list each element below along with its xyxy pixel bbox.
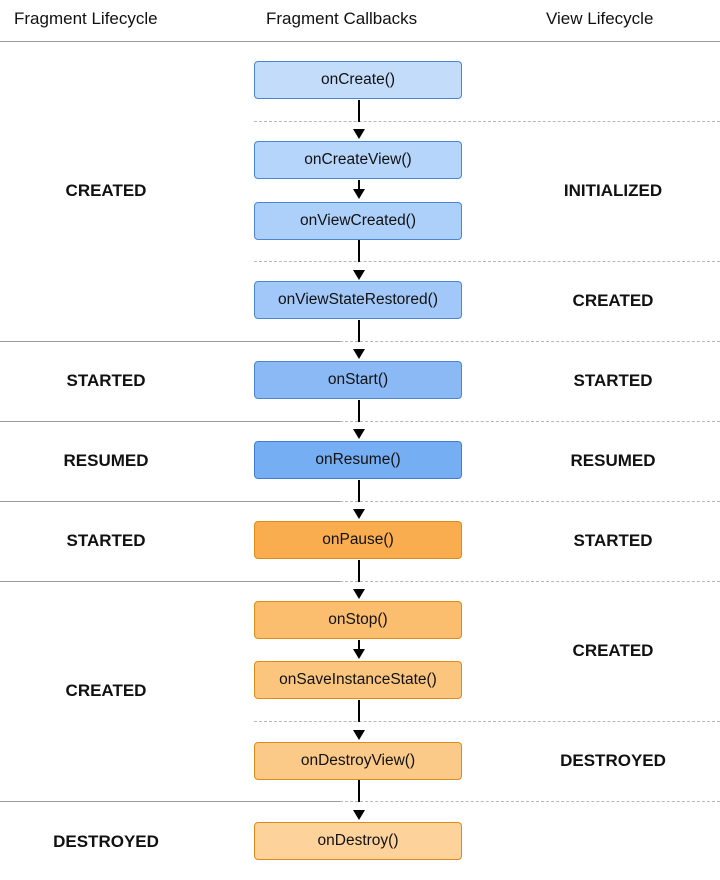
callback-on-create-view: onCreateView() <box>254 141 462 179</box>
view-divider-1 <box>254 121 720 122</box>
view-divider-2 <box>254 261 720 262</box>
callback-on-stop: onStop() <box>254 601 462 639</box>
header-fragment-callbacks: Fragment Callbacks <box>266 9 418 28</box>
flow-arrow-line <box>358 400 360 422</box>
flow-arrowhead <box>353 270 365 280</box>
view-state-started: STARTED <box>573 531 653 550</box>
fragment-divider-4 <box>0 581 340 582</box>
view-state-initialized: INITIALIZED <box>563 181 663 200</box>
fragment-state-started: STARTED <box>66 371 146 390</box>
flow-arrowhead <box>353 429 365 439</box>
fragment-divider-5 <box>0 801 340 802</box>
flow-arrowhead <box>353 509 365 519</box>
view-state-created: CREATED <box>572 291 654 310</box>
flow-arrowhead <box>353 349 365 359</box>
flow-arrow-line <box>358 100 360 122</box>
header-divider <box>0 41 720 42</box>
flow-arrow-line <box>358 480 360 502</box>
flow-arrowhead <box>353 730 365 740</box>
flow-arrowhead <box>353 189 365 199</box>
callback-on-start: onStart() <box>254 361 462 399</box>
view-state-created: CREATED <box>572 641 654 660</box>
flow-arrowhead <box>353 589 365 599</box>
view-divider-8 <box>340 801 720 802</box>
fragment-state-created: CREATED <box>65 681 147 700</box>
flow-arrow-line <box>358 180 360 190</box>
flow-arrow-line <box>358 560 360 582</box>
view-state-started: STARTED <box>573 371 653 390</box>
fragment-divider-2 <box>0 421 340 422</box>
fragment-state-created: CREATED <box>65 181 147 200</box>
view-divider-4 <box>340 421 720 422</box>
flow-arrowhead <box>353 129 365 139</box>
flow-arrowhead <box>353 810 365 820</box>
flow-arrow-line <box>358 700 360 722</box>
flow-arrow-line <box>358 320 360 342</box>
callback-on-create: onCreate() <box>254 61 462 99</box>
fragment-divider-3 <box>0 501 340 502</box>
callback-on-pause: onPause() <box>254 521 462 559</box>
flow-arrow-line <box>358 240 360 262</box>
callback-on-resume: onResume() <box>254 441 462 479</box>
callback-on-save-instance-state: onSaveInstanceState() <box>254 661 462 699</box>
fragment-state-started: STARTED <box>66 531 146 550</box>
view-state-resumed: RESUMED <box>570 451 656 470</box>
flow-arrow-line <box>358 780 360 802</box>
callback-on-view-created: onViewCreated() <box>254 202 462 240</box>
fragment-state-resumed: RESUMED <box>63 451 149 470</box>
callback-on-view-state-restored: onViewStateRestored() <box>254 281 462 319</box>
callback-on-destroy: onDestroy() <box>254 822 462 860</box>
view-divider-3 <box>340 341 720 342</box>
flow-arrowhead <box>353 649 365 659</box>
header-view-lifecycle: View Lifecycle <box>546 9 654 28</box>
view-divider-5 <box>340 501 720 502</box>
flow-arrow-line <box>358 640 360 650</box>
callback-on-destroy-view: onDestroyView() <box>254 742 462 780</box>
header-fragment-lifecycle: Fragment Lifecycle <box>14 9 158 28</box>
view-divider-6 <box>340 581 720 582</box>
view-state-destroyed: DESTROYED <box>560 751 666 770</box>
view-divider-7 <box>254 721 720 722</box>
fragment-state-destroyed: DESTROYED <box>53 832 159 851</box>
fragment-divider-1 <box>0 341 340 342</box>
